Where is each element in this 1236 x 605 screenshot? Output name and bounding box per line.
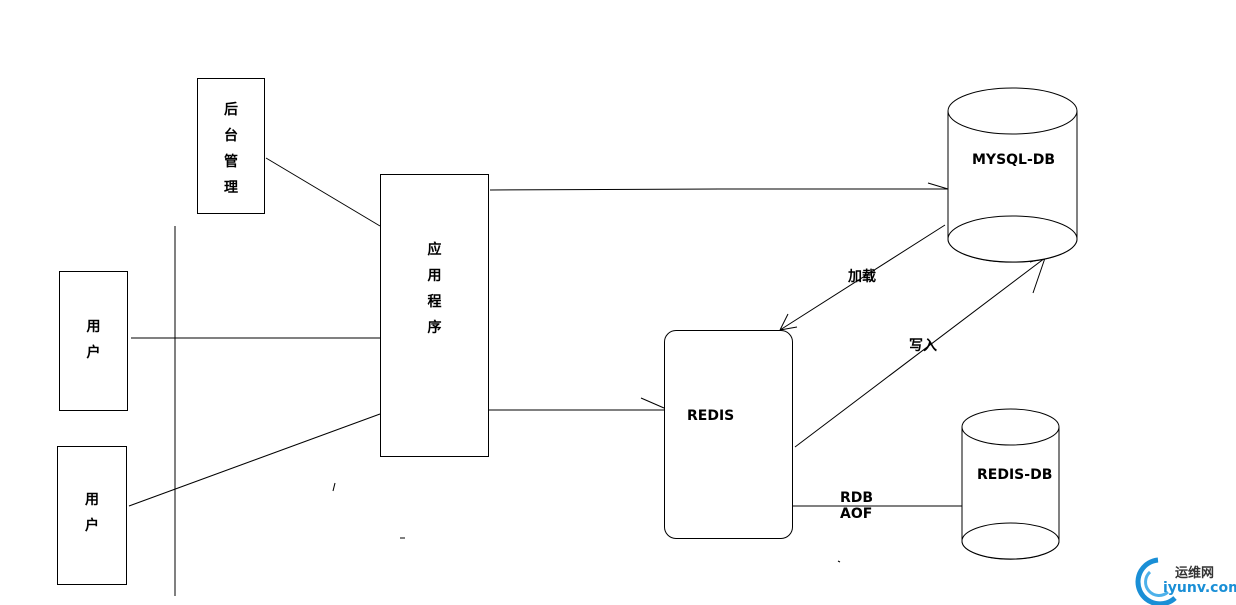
edge-admin-app: [265, 157, 381, 227]
edge-write-label: 写入: [909, 338, 937, 354]
application-box: 应 用 程 序: [380, 174, 489, 457]
user1-label: 用 户: [86, 319, 101, 361]
redis-db-cylinder: [961, 408, 1060, 560]
watermark-url: iyunv.com: [1163, 580, 1236, 596]
edge-user2-app: [128, 413, 381, 507]
user2-box: 用 户: [57, 446, 127, 585]
redis-db-label: REDIS-DB: [977, 467, 1053, 483]
stray-mark: [837, 560, 841, 563]
edge-load: [779, 224, 946, 331]
user1-box: 用 户: [59, 271, 128, 411]
edge-aof-label: AOF: [840, 506, 873, 522]
edge-load-label: 加载: [848, 269, 876, 285]
edge-app-redis: [487, 397, 665, 411]
backend-admin-label: 后 台 管 理: [224, 102, 238, 196]
mysql-db-label: MYSQL-DB: [972, 152, 1056, 168]
redis-label: REDIS: [687, 408, 735, 424]
edge-app-mysql: [489, 182, 949, 191]
watermark-logo-icon: [1135, 557, 1177, 605]
mysql-db-cylinder: [947, 87, 1078, 263]
stray-mark: [332, 482, 336, 492]
user2-label: 用 户: [85, 492, 99, 534]
application-label: 应 用 程 序: [427, 242, 442, 336]
backend-admin-box: 后 台 管 理: [197, 78, 265, 214]
watermark-cn: 运维网: [1175, 566, 1215, 581]
edge-rdb-label: RDB: [840, 490, 874, 506]
redis-box: REDIS: [664, 330, 793, 539]
